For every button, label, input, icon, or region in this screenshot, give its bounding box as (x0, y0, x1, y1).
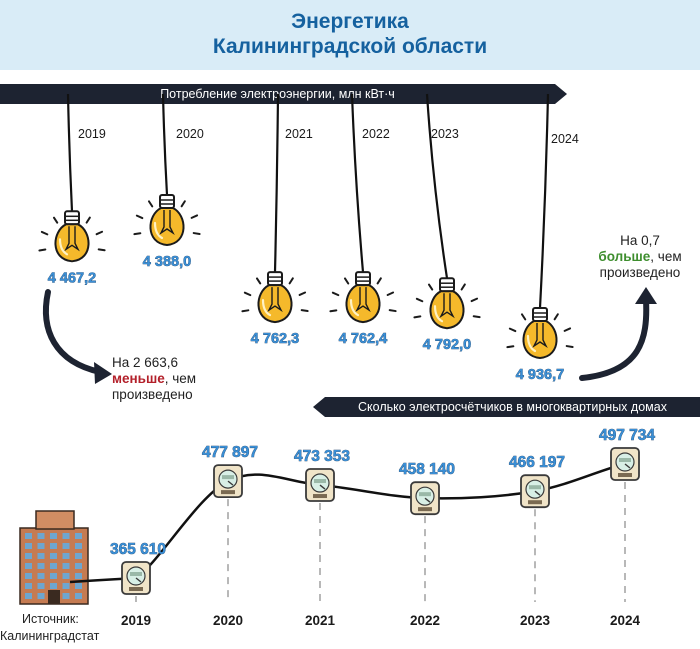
page-subtitle: Калининградской области (212, 35, 488, 58)
meter-point-2020: 477 897 (202, 444, 258, 499)
lightbulb-icon (241, 271, 309, 324)
meter-point-2024: 497 734 (599, 427, 656, 481)
less-note-suffix: , чем (164, 371, 197, 386)
meter-value-label: 497 734 (599, 427, 655, 444)
building-icon (19, 510, 89, 605)
less-note-amount: На 2 663,6 (112, 355, 179, 370)
less-note-tail: произведено (112, 387, 193, 402)
bulb-year-label: 2024 (551, 132, 579, 146)
meter-value-label: 458 140 (399, 461, 455, 478)
bulb-year-label: 2019 (78, 127, 106, 141)
consumption-bulb-2019: 2019 4 467,2 (38, 93, 106, 287)
consumption-bulb-2022: 2022 4 762,4 (329, 93, 397, 347)
meters-section-title: Сколько электросчётчиков в многоквартирн… (313, 397, 700, 417)
consumption-bulb-2021: 2021 4 762,3 (241, 93, 313, 347)
meter-value-label: 466 197 (509, 454, 565, 471)
meter-year-label: 2023 (520, 613, 551, 628)
bulb-wire (350, 93, 365, 273)
electric-meter-icon (121, 561, 151, 595)
consumption-bulb-2020: 2020 4 388,0 (133, 93, 204, 270)
consumption-bulb-2023: 2023 4 792,0 (413, 93, 481, 354)
electric-meter-icon (520, 474, 550, 509)
meter-year-label: 2021 (305, 613, 336, 628)
source-label: Источник: (22, 612, 79, 626)
bulb-year-label: 2021 (285, 127, 313, 141)
meter-year-label: 2024 (610, 613, 641, 628)
bulb-value-label: 4 467,2 (48, 270, 96, 286)
source-note: Источник: Калининградстат (0, 611, 150, 645)
bulb-wire (66, 93, 74, 212)
bulb-wire (538, 93, 550, 309)
bulb-year-label: 2022 (362, 127, 390, 141)
meter-point-2019: 365 610 (110, 541, 166, 595)
bulb-value-label: 4 388,0 (143, 254, 191, 270)
meter-year-label: 2022 (410, 613, 440, 628)
meter-year-label: 2019 (121, 613, 151, 628)
bulb-value-label: 4 936,7 (516, 367, 564, 383)
lightbulb-icon (329, 271, 397, 324)
more-note-keyword: больше (598, 249, 651, 264)
meter-point-2021: 473 353 (294, 448, 351, 502)
meter-year-label: 2020 (213, 613, 243, 628)
meter-value-label: 477 897 (202, 444, 258, 461)
bulb-wire (161, 93, 169, 196)
bulb-year-label: 2020 (176, 127, 204, 141)
less-arrow-icon (42, 289, 112, 384)
bulb-year-label: 2023 (431, 127, 459, 141)
header-banner: Энергетика Калининградской области (0, 0, 700, 70)
electric-meter-icon (213, 464, 243, 499)
meter-value-label: 365 610 (110, 541, 166, 558)
consumption-bulb-2024: 2024 4 936,7 (506, 93, 579, 383)
lightbulb-icon (133, 194, 201, 247)
more-than-produced-note: На 0,7 больше, чем произведено (580, 233, 700, 281)
less-note-keyword: меньше (112, 371, 165, 386)
meter-point-2022: 458 140 (399, 461, 455, 516)
meter-point-2023: 466 197 (509, 454, 565, 509)
bulb-wire (425, 93, 449, 279)
more-note-amount: На 0,7 (620, 233, 660, 248)
electric-meter-icon (610, 447, 640, 481)
less-than-produced-note: На 2 663,6 меньше, чем произведено (112, 355, 242, 403)
bulb-value-label: 4 792,0 (423, 337, 471, 353)
electric-meter-icon (410, 481, 440, 516)
more-note-suffix: , чем (650, 249, 682, 264)
lightbulb-icon (38, 210, 106, 263)
bulb-value-label: 4 762,3 (251, 331, 299, 347)
more-note-tail: произведено (599, 265, 681, 280)
page-title: Энергетика (291, 10, 409, 33)
meter-value-label: 473 353 (294, 448, 350, 465)
electric-meter-icon (305, 468, 335, 502)
source-name: Калининградстат (0, 629, 100, 643)
more-arrow-icon (579, 287, 657, 381)
bulb-wire (273, 93, 280, 273)
lightbulb-icon (413, 277, 481, 330)
bulb-value-label: 4 762,4 (339, 331, 387, 347)
lightbulb-icon (506, 307, 574, 360)
